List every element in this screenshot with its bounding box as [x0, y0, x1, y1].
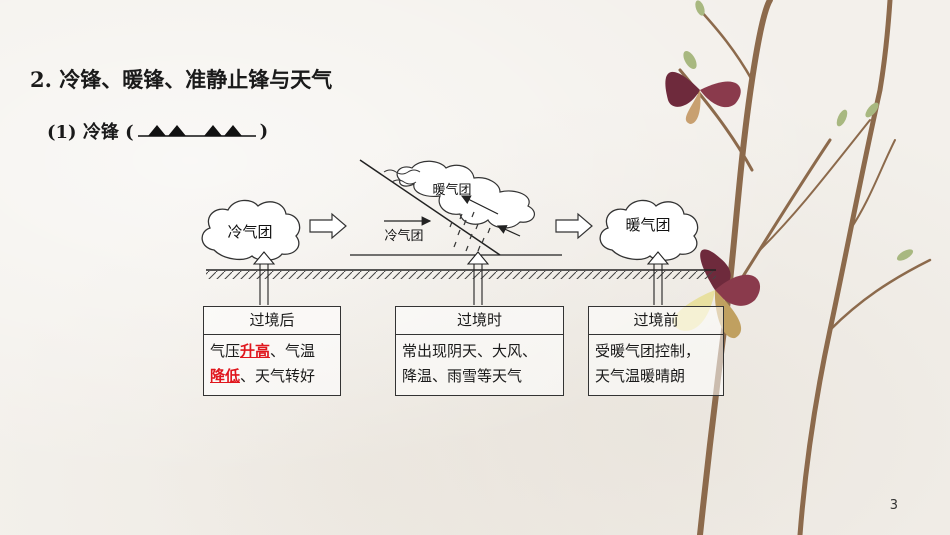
vertical-arrow-left-icon: [252, 251, 276, 305]
center-cold-label: 冷气团: [384, 228, 423, 244]
after-text-pressure: 气压: [210, 342, 241, 360]
ground-line: [206, 269, 716, 279]
vertical-arrow-right-icon: [646, 251, 670, 305]
after-text-temp: 、气温: [270, 342, 316, 360]
before-text-line2: 天气温暖晴朗: [595, 367, 686, 385]
subheading-close: ): [259, 120, 269, 142]
after-passage-title: 过境后: [204, 307, 340, 335]
subsection-heading: (1) 冷锋 ( ): [47, 118, 268, 144]
before-passage-title: 过境前: [589, 307, 723, 335]
left-cloud-label: 冷气团: [227, 223, 272, 241]
during-text-line1: 常出现阴天、大风、: [402, 342, 538, 360]
center-front-panel: [350, 159, 562, 256]
hollow-arrow-right-icon: [555, 212, 593, 240]
before-passage-box: 过境前 受暖气团控制， 天气温暖晴朗: [588, 306, 724, 396]
during-text-line2: 降温、雨雪等天气: [402, 367, 523, 385]
butterfly-top-icon: [665, 71, 741, 124]
subheading-open: (1) 冷锋 (: [47, 122, 134, 143]
after-highlight-drop: 降低: [210, 367, 241, 385]
after-passage-box: 过境后 气压升高、气温 降低、天气转好: [203, 306, 341, 396]
right-cloud-label: 暖气团: [625, 216, 670, 234]
after-highlight-rise: 升高: [240, 342, 271, 360]
section-heading: 2. 冷锋、暖锋、准静止锋与天气: [30, 67, 333, 92]
center-warm-label: 暖气团: [432, 182, 471, 198]
during-passage-box: 过境时 常出现阴天、大风、 降温、雨雪等天气: [395, 306, 564, 396]
after-text-weather: 、天气转好: [240, 367, 316, 385]
cold-front-symbol-icon: [137, 125, 256, 137]
page-number: 3: [889, 498, 898, 513]
before-text-line1: 受暖气团控制，: [595, 342, 701, 360]
vertical-arrow-center-icon: [466, 251, 490, 305]
hollow-arrow-left-icon: [309, 212, 347, 240]
during-passage-title: 过境时: [396, 307, 563, 335]
